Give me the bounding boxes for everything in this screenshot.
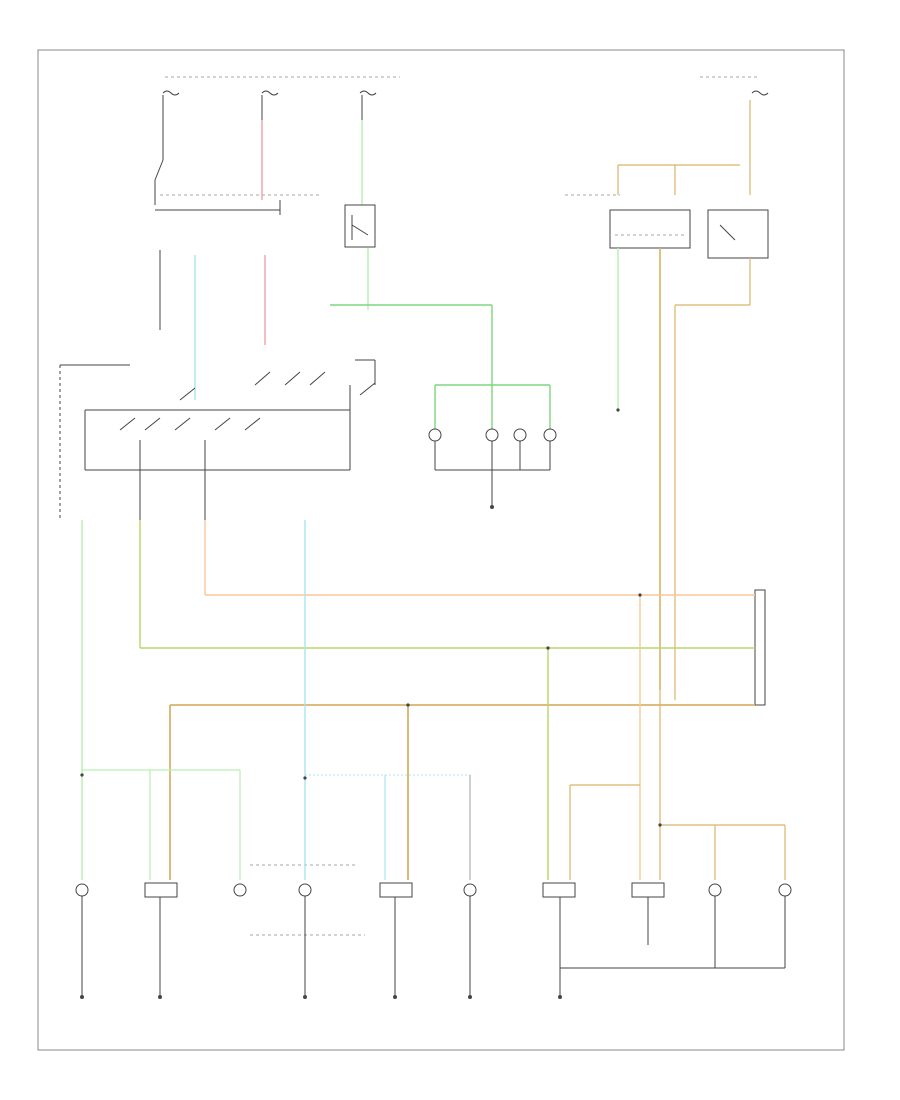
ground-icon [468, 995, 472, 999]
upper-lamp-grounds [434, 441, 551, 509]
trailer-feed [330, 304, 551, 430]
ground-icon [393, 995, 397, 999]
trailer-connector [139, 520, 766, 706]
ground-icon [558, 995, 562, 999]
top-power-bus [160, 76, 760, 936]
headlamp-switch-feeds [154, 95, 363, 215]
connector-icon [80, 408, 662, 827]
diagram-frame [37, 49, 845, 1051]
lower-grounds [80, 896, 786, 999]
headlamp-switch [59, 250, 376, 520]
ground-icon [490, 505, 494, 509]
lamp-icon [75, 882, 792, 898]
lower-feeds [81, 520, 786, 880]
right-top-module [609, 100, 769, 700]
ground-icon [158, 995, 162, 999]
fuse-icon [162, 90, 769, 96]
ground-icon [303, 995, 307, 999]
ground-icon [80, 995, 84, 999]
lamp-icon [428, 428, 557, 442]
relay-switch-icon [344, 204, 376, 248]
